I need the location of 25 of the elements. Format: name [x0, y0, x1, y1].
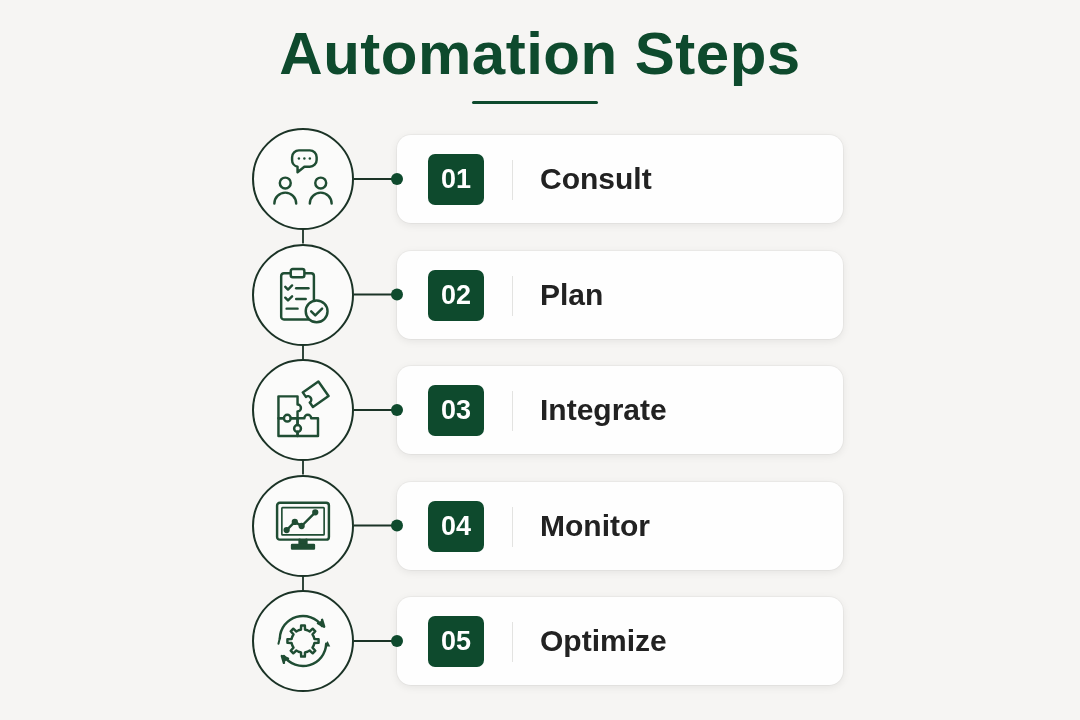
connector-line: [302, 344, 304, 360]
title: Automation Steps: [278, 19, 802, 89]
step-card: [397, 366, 843, 454]
step-label: Plan: [540, 276, 604, 313]
connector: [353, 519, 403, 532]
step-number: 02: [428, 269, 484, 321]
connector: [353, 173, 403, 185]
connector: [353, 404, 403, 416]
connector-line: [302, 460, 304, 476]
step-label: Optimize: [540, 623, 667, 659]
step-number: 05: [428, 616, 484, 667]
connector-line: [302, 229, 304, 245]
step-card: [397, 135, 843, 223]
step-number: 03: [428, 385, 484, 436]
step-number: 01: [428, 154, 484, 205]
connector: [353, 288, 403, 301]
step-card: [397, 250, 843, 339]
step-card: [397, 481, 843, 570]
step-label: Consult: [540, 161, 652, 197]
connector-line: [302, 575, 304, 591]
step-label: Monitor: [540, 507, 650, 544]
connector: [353, 635, 403, 647]
step-label: Integrate: [540, 392, 667, 428]
step-number: 04: [428, 500, 484, 552]
step-card: [397, 597, 843, 685]
